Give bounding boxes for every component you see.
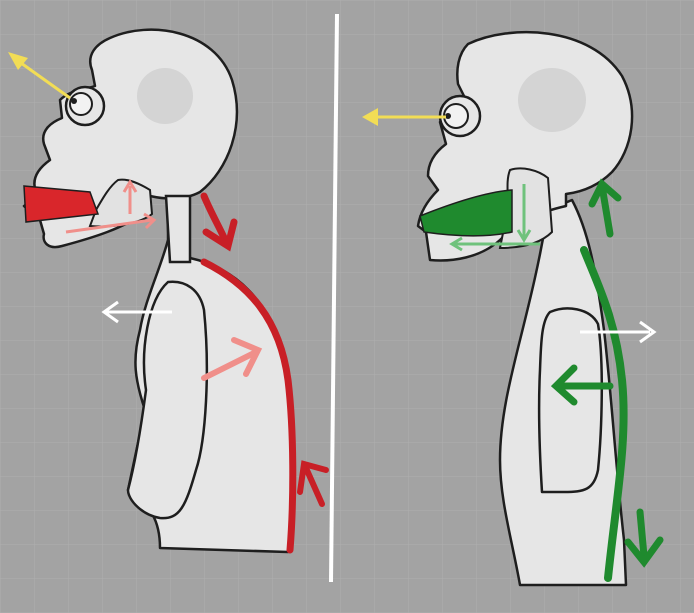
left-eye-inner bbox=[70, 93, 92, 115]
left-neck bbox=[166, 196, 190, 262]
left-pupil bbox=[71, 98, 77, 104]
right-ear-shadow bbox=[518, 68, 586, 132]
left-ear-shadow bbox=[137, 68, 193, 124]
